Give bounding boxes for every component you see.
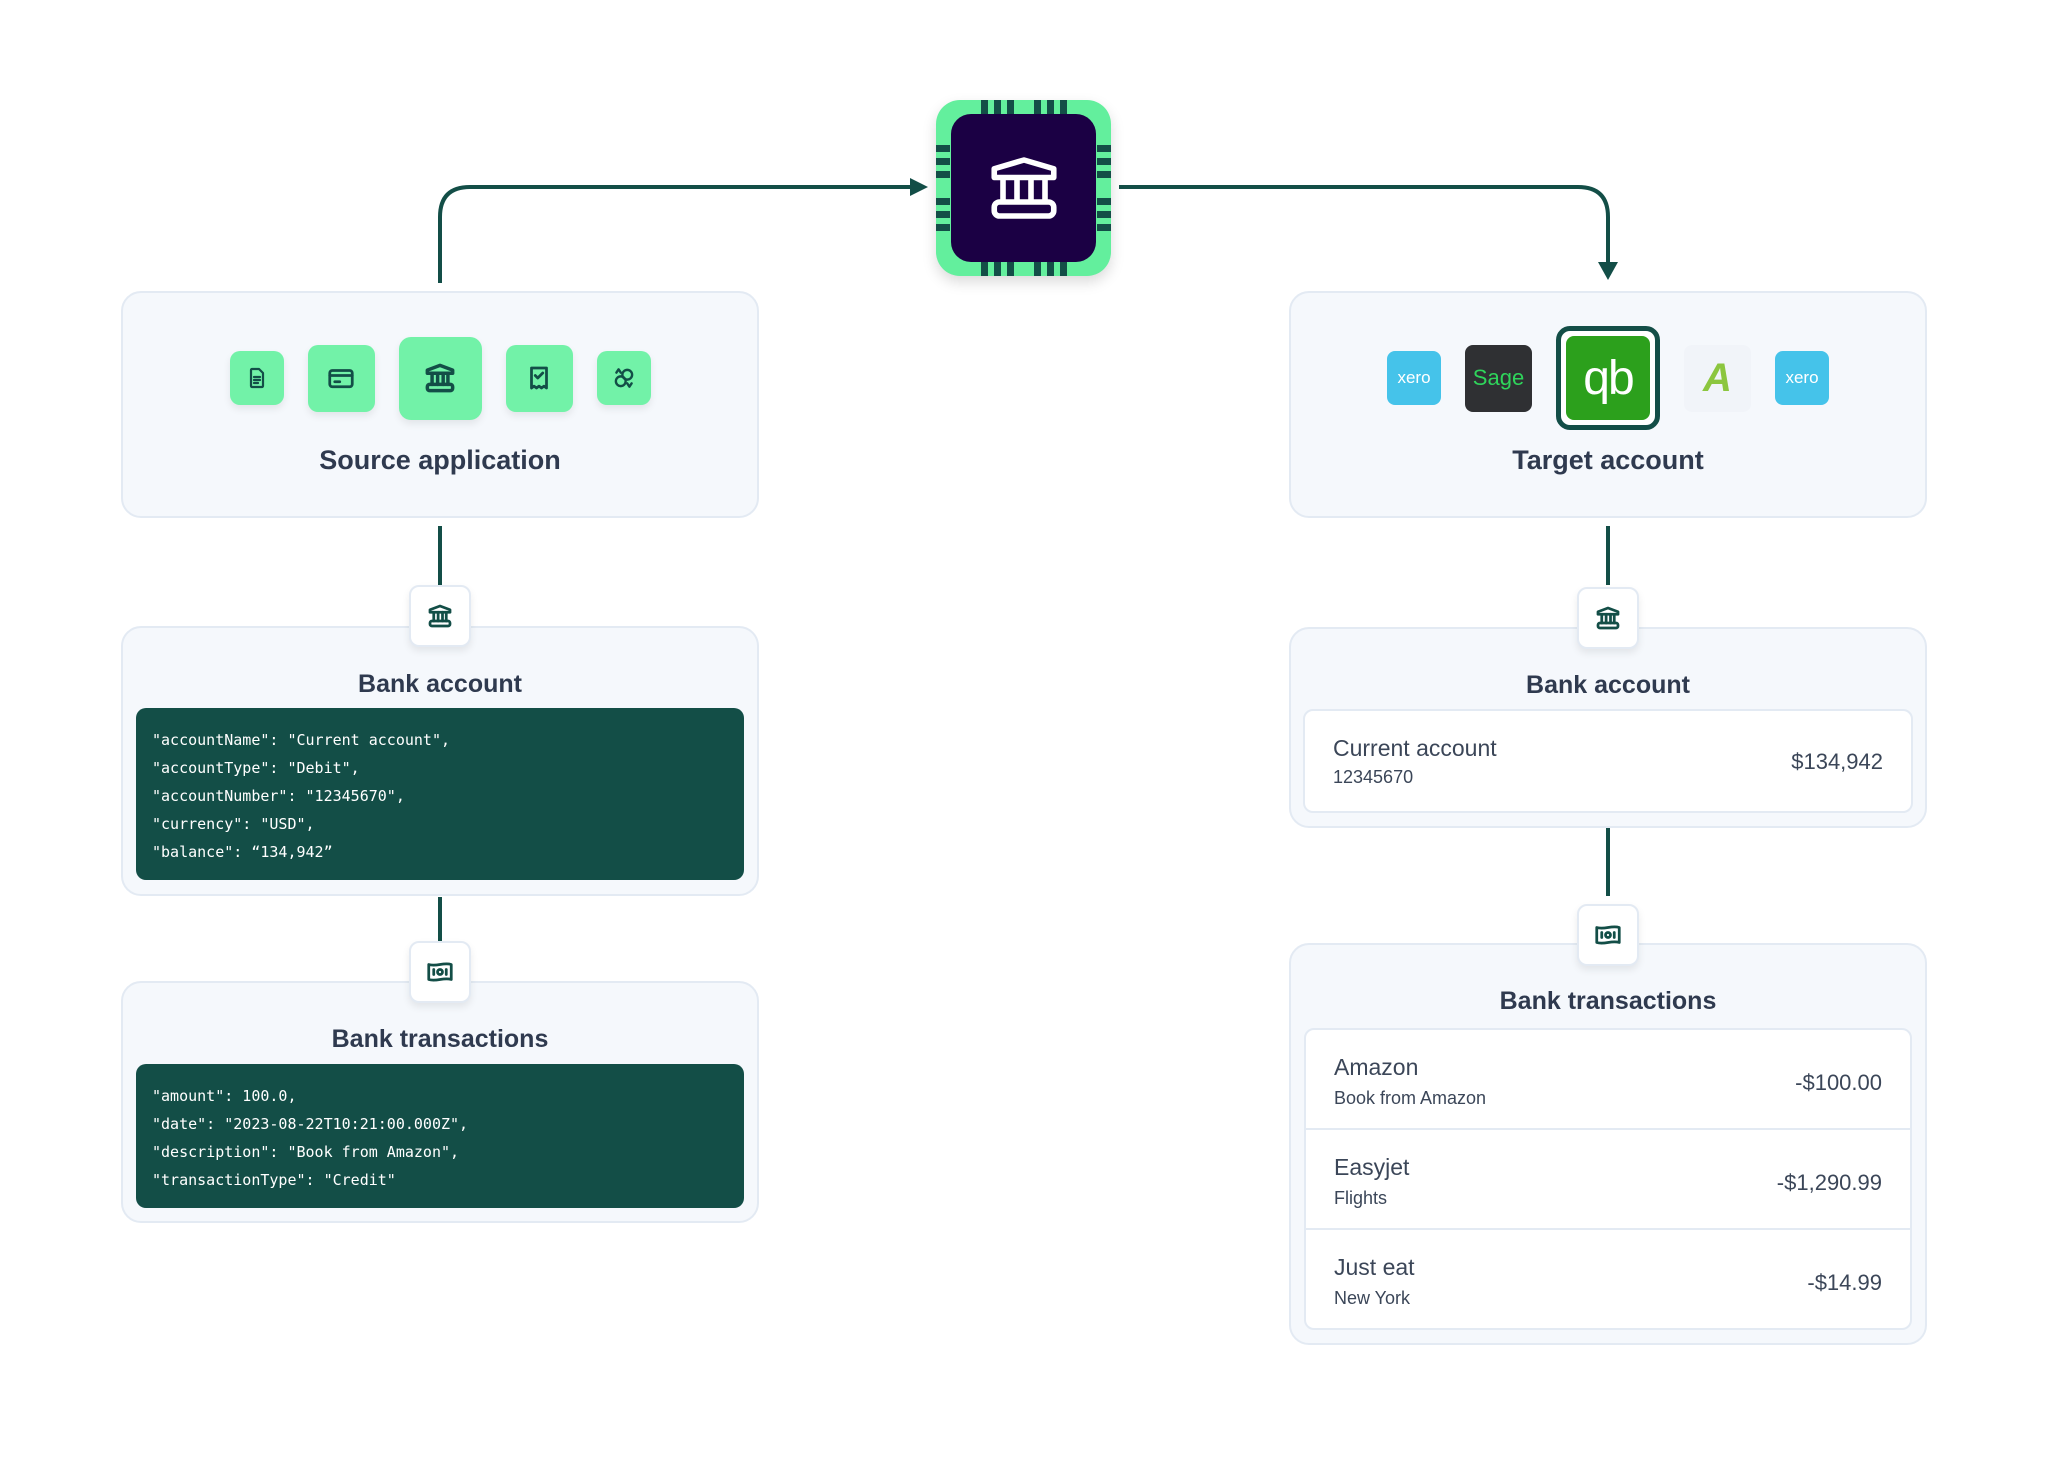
bank-icon	[982, 146, 1066, 230]
target-account-card: xero Sage qb A xero Target account	[1289, 291, 1927, 518]
arrowhead-right	[910, 178, 928, 196]
transaction-name: Easyjet	[1334, 1154, 1409, 1181]
target-bank-account-row[interactable]: Current account 12345670 $134,942	[1303, 709, 1913, 813]
source-app-exchange[interactable]	[597, 351, 651, 405]
banknote-icon	[425, 957, 455, 987]
sage-logo[interactable]: Sage	[1465, 345, 1532, 412]
bank-icon	[421, 359, 459, 397]
code-line: "date": "2023-08-22T10:21:00.000Z",	[152, 1110, 728, 1138]
code-line: "accountName": "Current account",	[152, 726, 728, 754]
receipt-check-icon	[524, 363, 554, 393]
bank-icon	[1593, 603, 1623, 633]
transaction-amount: -$1,290.99	[1777, 1170, 1882, 1196]
source-application-card: Source application	[121, 291, 759, 518]
transaction-row[interactable]: Just eat New York -$14.99	[1306, 1230, 1910, 1330]
source-bank-transactions-badge	[409, 941, 471, 1003]
transaction-description: New York	[1334, 1288, 1410, 1309]
code-line: "balance": “134,942”	[152, 838, 728, 866]
source-app-receipt[interactable]	[506, 345, 573, 412]
credit-card-icon	[326, 363, 356, 393]
source-bank-account-badge	[409, 585, 471, 647]
source-app-bank[interactable]	[399, 337, 482, 420]
source-bank-account-title: Bank account	[123, 670, 757, 699]
code-line: "accountType": "Debit",	[152, 754, 728, 782]
quickbooks-logo: qb	[1566, 336, 1650, 420]
target-bank-transactions-title: Bank transactions	[1291, 987, 1925, 1016]
transaction-name: Just eat	[1334, 1254, 1415, 1281]
transaction-description: Flights	[1334, 1188, 1387, 1209]
account-name: Current account	[1333, 735, 1497, 762]
source-application-title: Source application	[123, 445, 757, 476]
arrowhead-down	[1598, 262, 1618, 280]
account-balance: $134,942	[1791, 749, 1883, 775]
target-account-title: Target account	[1291, 445, 1925, 476]
bank-icon	[425, 601, 455, 631]
banknote-icon	[1593, 920, 1623, 950]
xero-logo[interactable]: xero	[1387, 351, 1441, 405]
code-line: "transactionType": "Credit"	[152, 1166, 728, 1194]
code-line: "amount": 100.0,	[152, 1082, 728, 1110]
quickbooks-logo-selected[interactable]: qb	[1556, 326, 1660, 430]
code-line: "description": "Book from Amazon",	[152, 1138, 728, 1166]
transactions-list: Amazon Book from Amazon -$100.00 Easyjet…	[1304, 1028, 1912, 1330]
account-number: 12345670	[1333, 767, 1413, 788]
target-bank-transactions-badge	[1577, 904, 1639, 966]
freeagent-logo[interactable]: A	[1684, 345, 1751, 412]
transaction-description: Book from Amazon	[1334, 1088, 1486, 1109]
source-bank-transactions-title: Bank transactions	[123, 1025, 757, 1054]
target-bank-account-title: Bank account	[1291, 671, 1925, 700]
hub-chip	[936, 100, 1111, 276]
transaction-amount: -$14.99	[1807, 1270, 1882, 1296]
transaction-row[interactable]: Easyjet Flights -$1,290.99	[1306, 1130, 1910, 1230]
hub-to-target-arrow	[1119, 187, 1608, 265]
transaction-row[interactable]: Amazon Book from Amazon -$100.00	[1306, 1030, 1910, 1130]
source-app-document[interactable]	[230, 351, 284, 405]
source-app-card[interactable]	[308, 345, 375, 412]
target-bank-account-badge	[1577, 587, 1639, 649]
xero-logo[interactable]: xero	[1775, 351, 1829, 405]
hub-chip-core	[951, 114, 1096, 262]
exchange-icon	[611, 365, 637, 391]
source-bank-account-json: "accountName": "Current account","accoun…	[136, 708, 744, 880]
source-to-hub-arrow	[440, 187, 915, 283]
document-icon	[245, 366, 269, 390]
transaction-amount: -$100.00	[1795, 1070, 1882, 1096]
code-line: "accountNumber": "12345670",	[152, 782, 728, 810]
transaction-name: Amazon	[1334, 1054, 1418, 1081]
source-bank-transactions-json: "amount": 100.0,"date": "2023-08-22T10:2…	[136, 1064, 744, 1208]
code-line: "currency": "USD",	[152, 810, 728, 838]
